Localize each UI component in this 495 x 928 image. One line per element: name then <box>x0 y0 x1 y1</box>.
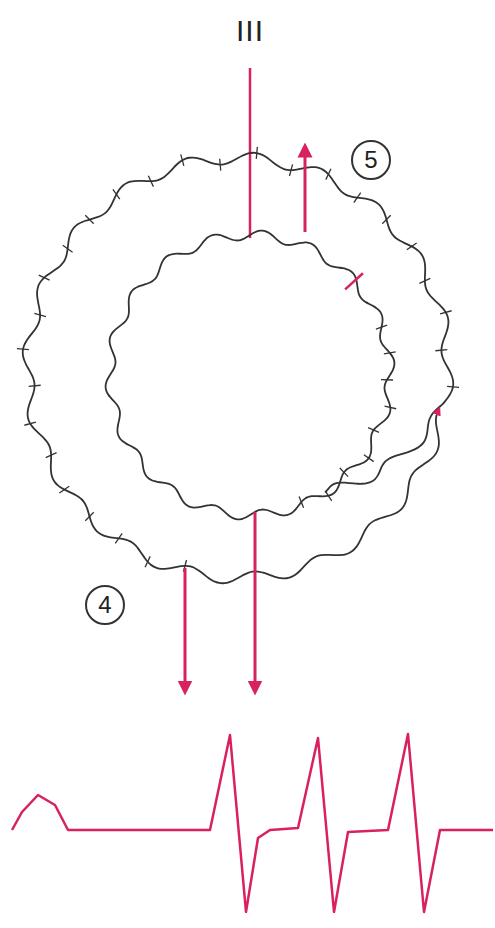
depolarisation-tick <box>115 533 122 543</box>
lead-label: III <box>236 14 264 48</box>
depolarisation-tick <box>39 275 50 280</box>
depolarisation-tick <box>113 189 120 199</box>
depolarisation-tick <box>289 164 292 176</box>
depolarisation-tick <box>440 311 452 314</box>
callout-number-text: 4 <box>98 591 111 619</box>
depolarisation-tick <box>382 215 390 223</box>
depolarisation-tick <box>354 193 361 203</box>
reentry-wavefront <box>23 153 454 584</box>
depolarisation-tick <box>299 497 303 508</box>
depolarisation-tick <box>407 243 417 250</box>
ecg-trace <box>12 734 493 912</box>
depolarisation-tick <box>59 486 69 493</box>
depolarisation-tick <box>447 386 459 387</box>
lead-vector-arrow <box>254 512 257 688</box>
depolarisation-tick <box>368 428 379 433</box>
depolarisation-tick <box>85 215 93 223</box>
callout-number: 5 <box>351 140 391 180</box>
depolarisation-tick <box>326 169 331 180</box>
depolarisation-tick <box>181 154 184 166</box>
depolarisation-tick <box>256 147 257 159</box>
depolarisation-tick <box>384 352 396 354</box>
depolarisation-tick <box>376 325 387 329</box>
depolarisation-tick <box>364 455 374 462</box>
depolarisation-tick <box>17 349 29 350</box>
depolarisation-tick <box>34 313 46 316</box>
depolarisation-tick <box>148 176 153 187</box>
depolarisation-tick <box>220 159 221 171</box>
depolarisation-tick <box>385 406 397 409</box>
depolarisation-tick <box>435 350 447 351</box>
depolarisation-tick <box>63 245 73 252</box>
vector-arrow-4 <box>184 568 187 688</box>
depolarisation-tick <box>29 385 41 386</box>
inner-pathway <box>106 231 395 520</box>
depolarisation-tick <box>419 278 430 283</box>
depolarisation-tick <box>85 512 93 520</box>
lead-label-text: III <box>236 14 264 47</box>
depolarisation-tick <box>24 422 36 425</box>
vector-arrow-5 <box>304 150 307 232</box>
callout-number-text: 5 <box>364 146 377 174</box>
depolarisation-tick <box>46 453 57 458</box>
depolarisation-tick <box>340 468 348 477</box>
depolarisation-tick <box>381 379 393 381</box>
callout-number: 4 <box>85 585 125 625</box>
depolarisation-tick <box>145 556 150 567</box>
block-mark <box>345 273 363 289</box>
